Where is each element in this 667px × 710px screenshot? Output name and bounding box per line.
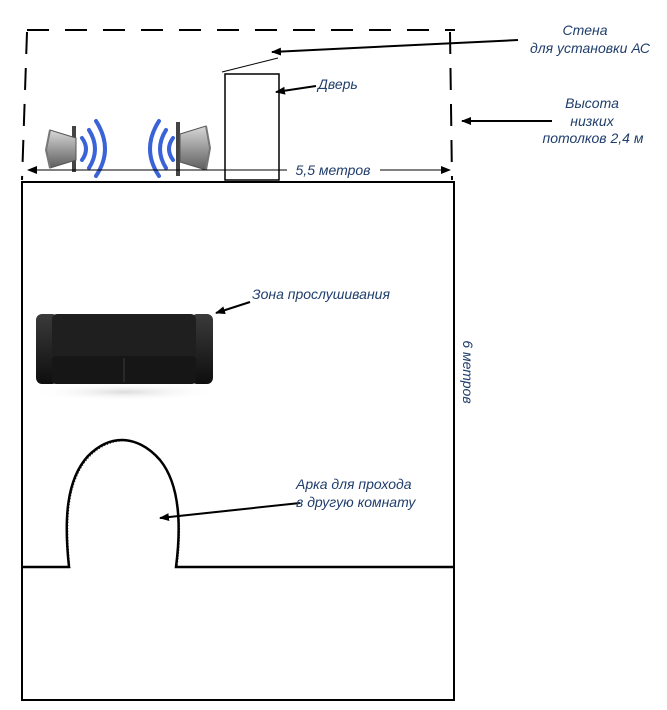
length-label: 6 метров <box>460 340 476 403</box>
arch-label-line2: в другую комнату <box>296 494 416 510</box>
speaker-left-sound-waves-icon <box>80 119 107 178</box>
ceiling-label-line2: низких <box>570 113 614 129</box>
wall-label-line1: Стена <box>562 22 607 38</box>
arrow-arch <box>159 502 301 522</box>
speaker-right-sound-waves-icon <box>148 119 175 178</box>
arch-label-line1: Арка для прохода <box>295 476 412 492</box>
door <box>221 57 280 181</box>
wall-label-line2: для установки АС <box>530 40 651 56</box>
annotation-arrows <box>159 39 552 522</box>
ceiling-label-line1: Высота <box>565 95 619 111</box>
arrow-door <box>275 85 317 95</box>
arrow-wall <box>271 39 519 56</box>
arch-wall <box>22 438 454 569</box>
door-label: Дверь <box>316 76 358 92</box>
speaker-left <box>44 119 107 178</box>
speaker-right <box>148 119 212 178</box>
arrow-listening <box>215 301 251 315</box>
room-outline <box>21 181 455 701</box>
listening-zone-label: Зона прослушивания <box>252 286 390 302</box>
speaker-wall-outline <box>21 29 455 181</box>
width-label: 5,5 метров <box>296 162 371 178</box>
ceiling-label-line3: потолков 2,4 м <box>543 130 644 146</box>
sofa-icon <box>30 314 220 401</box>
